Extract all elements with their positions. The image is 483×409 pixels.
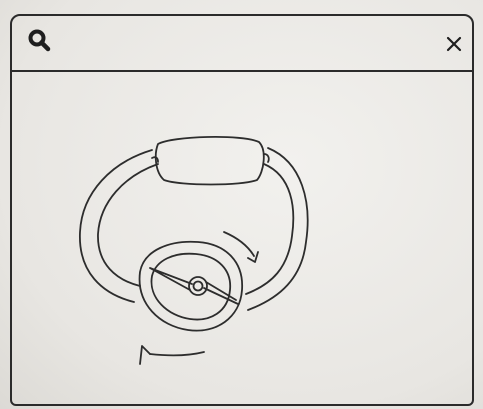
- close-icon: [444, 34, 464, 54]
- close-button[interactable]: [444, 34, 464, 54]
- strap-left-outer: [80, 150, 152, 302]
- watch-face-shape: [156, 137, 264, 185]
- center-knob-outer: [189, 277, 207, 295]
- search-icon: [26, 27, 54, 55]
- dial-inner-ring: [151, 254, 230, 320]
- rotation-arrow-bottom-hook: [140, 346, 150, 364]
- strap-right-inner: [246, 164, 293, 294]
- rotation-arrow-bottom: [150, 352, 204, 355]
- watch-sketch-illustration: [12, 72, 472, 402]
- face-connector-right: [264, 154, 269, 162]
- center-knob-inner: [194, 282, 203, 291]
- result-content-area: [12, 72, 472, 404]
- strap-left-inner: [98, 164, 158, 286]
- dial-outer-ring: [140, 242, 243, 331]
- search-header: [12, 16, 472, 72]
- search-dialog-window: [10, 14, 474, 406]
- search-button[interactable]: [26, 27, 54, 55]
